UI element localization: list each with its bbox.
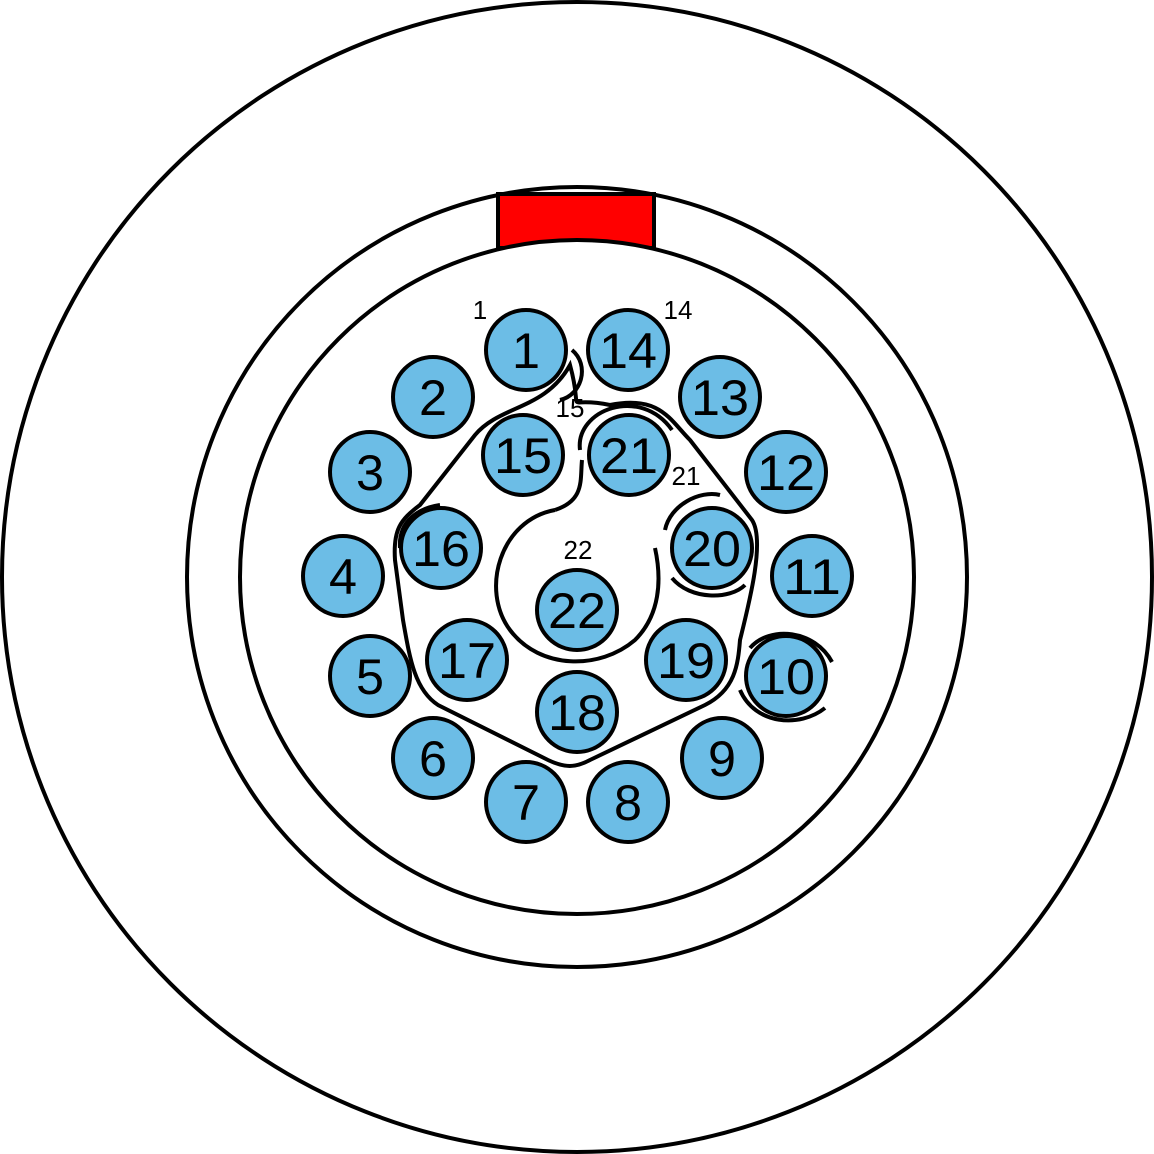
shield-arc-pin-14 bbox=[559, 348, 584, 402]
pin-3: 3 bbox=[328, 430, 412, 514]
pin-circle bbox=[391, 355, 475, 439]
pin-number-label: 7 bbox=[512, 775, 540, 831]
pin-5: 5 bbox=[328, 634, 412, 718]
pin-circle bbox=[744, 634, 828, 718]
pin-number-label: 17 bbox=[438, 633, 496, 689]
pin-circle bbox=[670, 506, 754, 590]
middle-ring-boundary bbox=[392, 359, 760, 768]
pin-13: 13 bbox=[678, 355, 762, 439]
pin-circle bbox=[644, 618, 728, 702]
ring-start-marker-1: 1 bbox=[473, 295, 487, 325]
pin-6: 6 bbox=[391, 716, 475, 800]
pin-circle bbox=[484, 760, 568, 844]
pin-circle bbox=[586, 308, 670, 392]
pin-circle bbox=[328, 634, 412, 718]
pin-number-label: 10 bbox=[757, 649, 815, 705]
pin-21: 21 bbox=[587, 413, 671, 497]
inner-center-boundary bbox=[494, 508, 661, 664]
pin-22: 22 bbox=[535, 568, 619, 652]
pin-circle bbox=[481, 413, 565, 497]
pin-10: 10 bbox=[744, 634, 828, 718]
shield-arc-pin-20-b bbox=[670, 576, 747, 598]
pin-circle bbox=[301, 534, 385, 618]
pin-4: 4 bbox=[301, 534, 385, 618]
pin-number-label: 13 bbox=[691, 370, 749, 426]
pin-circle bbox=[770, 534, 854, 618]
pin-18: 18 bbox=[535, 670, 619, 754]
shield-arc-pin-10-b bbox=[738, 689, 827, 723]
pin-19: 19 bbox=[644, 618, 728, 702]
pin-number-label: 1 bbox=[512, 323, 540, 379]
pin-number-label: 22 bbox=[548, 583, 606, 639]
shield-arc-pin-20-a bbox=[663, 492, 721, 531]
pin-circle bbox=[399, 506, 483, 590]
pin-number-label: 14 bbox=[599, 323, 657, 379]
pin-circle bbox=[535, 568, 619, 652]
pin-number-label: 5 bbox=[356, 649, 384, 705]
pin-circle bbox=[587, 413, 671, 497]
pin-circle bbox=[586, 760, 670, 844]
pin-circle bbox=[678, 355, 762, 439]
pin-12: 12 bbox=[744, 430, 828, 514]
ring-start-marker-14: 14 bbox=[664, 295, 693, 325]
pin-number-label: 11 bbox=[783, 549, 841, 605]
pin-7: 7 bbox=[484, 760, 568, 844]
pin-circle bbox=[680, 716, 764, 800]
pin-number-label: 19 bbox=[657, 633, 715, 689]
pin-number-label: 8 bbox=[614, 775, 642, 831]
shield-arc-pin-21 bbox=[577, 404, 674, 451]
pin-circle bbox=[425, 618, 509, 702]
ring-start-marker-22: 22 bbox=[564, 535, 593, 565]
pin-8: 8 bbox=[586, 760, 670, 844]
pin-number-label: 21 bbox=[600, 428, 658, 484]
pin-14: 14 bbox=[586, 308, 670, 392]
pin-17: 17 bbox=[425, 618, 509, 702]
ring-start-marker-15: 15 bbox=[556, 393, 585, 423]
pin-number-label: 16 bbox=[412, 521, 470, 577]
pin-number-label: 18 bbox=[548, 685, 606, 741]
pin-11: 11 bbox=[770, 534, 854, 618]
pin-number-label: 4 bbox=[329, 549, 357, 605]
pin-1: 1 bbox=[484, 308, 568, 392]
pin-circle bbox=[328, 430, 412, 514]
pin-16: 16 bbox=[399, 506, 483, 590]
pin-circle bbox=[391, 716, 475, 800]
pin-number-label: 3 bbox=[356, 445, 384, 501]
pin-number-label: 15 bbox=[494, 428, 552, 484]
pin-number-label: 6 bbox=[419, 731, 447, 787]
pin-number-label: 20 bbox=[683, 521, 741, 577]
ring-markers-layer: 1 14 15 21 22 bbox=[473, 295, 701, 565]
ring-start-marker-21: 21 bbox=[672, 461, 701, 491]
pin-circle bbox=[535, 670, 619, 754]
pin-9: 9 bbox=[680, 716, 764, 800]
pin-2: 2 bbox=[391, 355, 475, 439]
pin-20: 20 bbox=[670, 506, 754, 590]
inner-center-connector bbox=[554, 459, 584, 512]
pin-number-label: 2 bbox=[419, 370, 447, 426]
pin-circle bbox=[484, 308, 568, 392]
pin-circle bbox=[744, 430, 828, 514]
pin-15: 15 bbox=[481, 413, 565, 497]
pin-number-label: 9 bbox=[708, 731, 736, 787]
pin-number-label: 12 bbox=[757, 445, 815, 501]
